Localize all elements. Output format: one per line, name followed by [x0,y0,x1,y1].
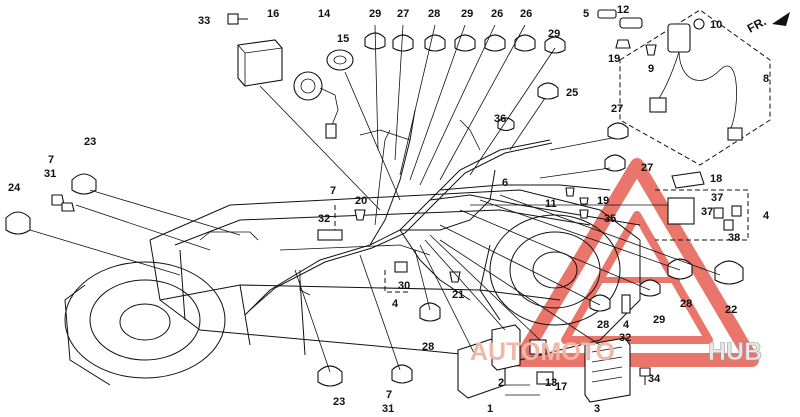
part-25-clamp [537,82,559,100]
callout-22: 22 [725,304,737,316]
watermark-word-b: HUB [708,338,762,366]
callout-31: 31 [382,403,394,415]
callout-28: 28 [597,319,609,331]
part-28-mid-clamp [419,302,441,322]
callout-14: 14 [318,8,331,20]
callout-27: 27 [641,162,653,174]
leader-lines [259,24,721,396]
callout-27: 27 [611,103,623,115]
callout-19: 19 [608,53,620,65]
callout-8: 8 [763,73,769,85]
callout-31: 31 [44,168,56,180]
part-28-29-22-right-clamps [589,258,744,314]
callout-12: 12 [617,4,629,16]
callout-36: 36 [494,113,506,125]
part-13-17-small-relays [529,339,554,385]
part-19-9-clips [615,39,657,56]
front-direction-indicator: FR. [745,12,790,36]
callout-2: 2 [498,377,504,389]
part-1-2-control-units [457,324,521,399]
callout-28: 28 [428,8,440,20]
watermark-triangle-outer [513,158,759,367]
part-33-bolt [227,13,248,25]
callout-3: 3 [594,403,600,415]
callout-7: 7 [48,154,54,166]
part-27-clamps [604,122,629,172]
part-32-30-connectors [317,205,410,293]
callout-20: 20 [355,195,367,207]
part-16-control-unit [237,39,283,87]
callout-26: 26 [491,8,503,20]
callout-23: 23 [84,136,96,148]
callout-26: 26 [520,8,532,20]
part-23-24-31-left-clamps [5,173,241,276]
callout-29: 29 [548,28,560,40]
part-4-relay-group [655,189,749,241]
front-arrow-icon [772,12,790,26]
callout-29: 29 [653,314,665,326]
callout-7: 7 [386,389,392,401]
top-clamps-row [364,32,566,54]
part-14-sensor [293,71,339,139]
callout-17: 17 [555,381,567,393]
callout-4: 4 [623,319,630,331]
callout-10: 10 [710,19,722,31]
callout-4: 4 [392,298,399,310]
callout-28: 28 [680,298,692,310]
callout-32: 32 [318,213,330,225]
part-3-fuse-box [584,337,631,403]
part-18-label [671,171,705,189]
callout-33: 33 [198,15,210,27]
part-20-21-11-35-clips [354,187,589,283]
callout-13: 13 [545,377,557,389]
callout-37: 37 [711,192,723,204]
watermark-wordmark: AUTOMOTO HUB [470,338,762,367]
callout-35: 35 [604,213,616,225]
callout-34: 34 [648,373,661,385]
callout-5: 5 [583,8,589,20]
callout-38: 38 [728,232,740,244]
part-5-12-brackets [597,9,643,29]
callout-23: 23 [333,396,345,408]
callout-37: 37 [701,206,713,218]
part-34-bolt [639,367,651,385]
callout-24: 24 [8,182,21,194]
front-wheel [64,261,226,386]
callout-1: 1 [487,403,493,415]
callout-16: 16 [267,8,279,20]
callout-4: 4 [763,210,770,222]
callout-11: 11 [545,198,557,210]
callout-28: 28 [422,341,434,353]
callout-29: 29 [461,8,473,20]
callout-30: 30 [398,280,410,292]
part-number-callouts: 33 16 14 15 29 27 28 29 26 26 29 5 12 10… [8,4,770,415]
front-label: FR. [745,14,769,35]
part-8-sub-harness [619,9,771,166]
part-15-grommet [326,49,354,71]
callout-32: 32 [619,332,631,344]
part-23-31-bottom-clamps [317,364,413,387]
callout-27: 27 [397,8,409,20]
callout-25: 25 [566,87,578,99]
callout-7: 7 [330,185,336,197]
callout-21: 21 [452,289,464,301]
callout-29: 29 [369,8,381,20]
watermark-word-a: AUTOMOTO [470,338,615,366]
callout-19: 19 [597,195,609,207]
callout-6: 6 [502,177,508,189]
callout-18: 18 [710,173,722,185]
callout-15: 15 [337,33,349,45]
callout-9: 9 [648,63,654,75]
